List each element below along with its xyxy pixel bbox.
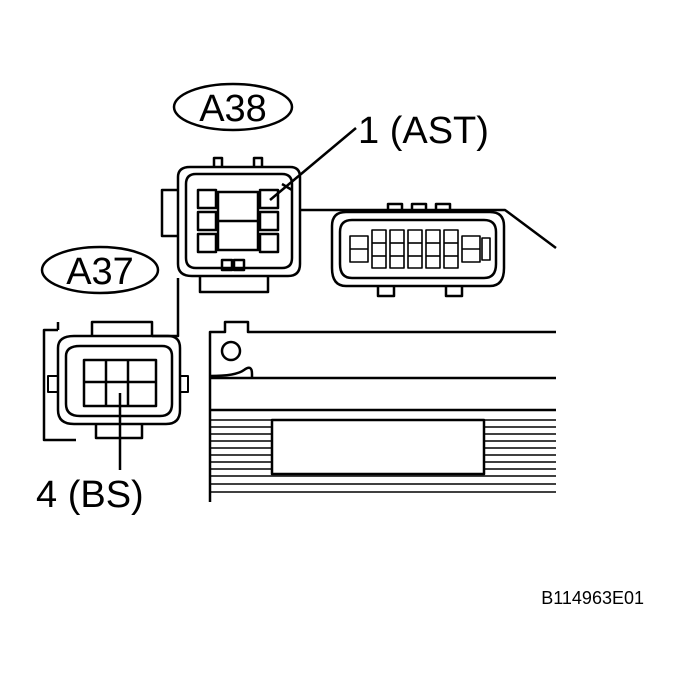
figure-code: B114963E01: [541, 588, 644, 608]
connector-a38-label: A38: [199, 88, 267, 130]
mounting-hole: [220, 340, 242, 362]
ecu-module-body: [208, 320, 556, 502]
connector-a38-badge: [172, 82, 294, 132]
connector-a37: [40, 245, 189, 440]
pin-ast-label: 1 (AST): [358, 110, 489, 152]
connector-a37-badge: [40, 245, 160, 295]
leader-line-ast: [269, 127, 357, 201]
connector-multipin: [330, 202, 506, 298]
module-label-plate: [270, 418, 486, 476]
connector-a37-label: A37: [66, 251, 134, 293]
cooling-fins: [210, 419, 556, 493]
connector-a38: [172, 82, 302, 294]
pin-bs-label: 4 (BS): [36, 474, 144, 516]
